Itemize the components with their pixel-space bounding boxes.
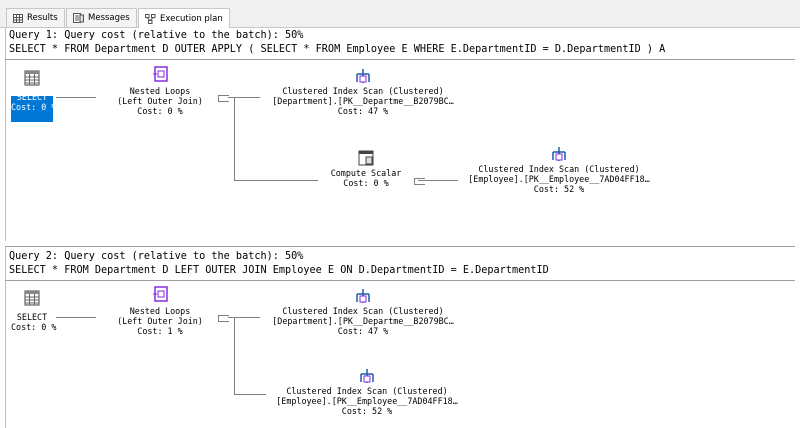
q2-nested-loops-node[interactable]: Nested Loops (Left Outer Join) Cost: 1 % (104, 286, 216, 336)
query-1-plan-pane[interactable] (5, 28, 794, 241)
nested-loops-icon (153, 286, 168, 302)
compute-scalar-icon (358, 150, 374, 166)
tab-execution-plan-label: Execution plan (160, 13, 223, 24)
q1-select-label: SELECT (16, 92, 48, 102)
messages-icon (73, 13, 84, 23)
query-1-header: Query 1: Query cost (relative to the bat… (9, 30, 304, 41)
query-1-sql: SELECT * FROM Department D OUTER APPLY (… (9, 44, 666, 55)
tab-messages[interactable]: Messages (66, 8, 137, 27)
q1-emp-scan-node[interactable]: Clustered Index Scan (Clustered) [Employ… (452, 146, 666, 194)
query-2-top-separator (5, 246, 795, 247)
q2-emp-scan-cost: Cost: 52 % (341, 406, 393, 416)
clustered-index-scan-icon (552, 147, 566, 161)
query-2-sql: SELECT * FROM Department D LEFT OUTER JO… (9, 265, 549, 276)
q1-nested-loops-label: Nested Loops (129, 86, 191, 96)
q1-emp-scan-object: [Employee].[PK__Employee__7AD04FF18… (468, 174, 650, 184)
q2-select-node[interactable]: SELECT Cost: 0 % (11, 290, 57, 332)
q2-edge-vertical (234, 317, 235, 395)
q1-edge-nl-compute (234, 180, 318, 181)
q1-edge-vertical (234, 97, 235, 181)
q1-dept-scan-label: Clustered Index Scan (Clustered) (282, 86, 444, 96)
q1-arrow-dept (218, 95, 229, 102)
q2-emp-scan-label: Clustered Index Scan (Clustered) (286, 386, 448, 396)
grid-icon (13, 13, 23, 23)
clustered-index-scan-icon (360, 369, 374, 383)
clustered-index-scan-icon (356, 289, 370, 303)
q1-edge-compute-emp (418, 180, 458, 181)
q2-edge-select (56, 317, 96, 318)
q1-dept-scan-node[interactable]: Clustered Index Scan (Clustered) [Depart… (258, 68, 468, 116)
query-2-header: Query 2: Query cost (relative to the bat… (9, 251, 304, 262)
q2-nested-loops-cost: Cost: 1 % (137, 326, 183, 336)
query-2-separator (5, 280, 795, 281)
q1-edge-nl-dept (228, 97, 260, 98)
q1-select-cost: Cost: 0 % (11, 102, 57, 112)
q2-select-label: SELECT (16, 312, 48, 322)
tab-results-label: Results (27, 13, 58, 23)
results-tab-bar: Results Messages Execution plan (0, 0, 800, 28)
q2-emp-scan-object: [Employee].[PK__Employee__7AD04FF18… (276, 396, 458, 406)
clustered-index-scan-icon (356, 69, 370, 83)
nested-loops-icon (153, 66, 168, 82)
q2-dept-scan-cost: Cost: 47 % (337, 326, 389, 336)
q2-nested-loops-label: Nested Loops (129, 306, 191, 316)
q1-nested-loops-node[interactable]: Nested Loops (Left Outer Join) Cost: 0 % (104, 66, 216, 116)
q1-edge-select (56, 97, 96, 98)
q2-select-cost: Cost: 0 % (11, 322, 57, 332)
q1-emp-scan-cost: Cost: 52 % (533, 184, 585, 194)
tab-execution-plan[interactable]: Execution plan (138, 8, 230, 28)
q1-compute-scalar-node[interactable]: Compute Scalar Cost: 0 % (318, 150, 414, 188)
q2-arrow-dept (218, 315, 229, 322)
q1-select-node[interactable]: SELECT Cost: 0 % (11, 70, 57, 112)
tab-messages-label: Messages (88, 13, 130, 23)
q2-nested-loops-sub: (Left Outer Join) (117, 316, 203, 326)
q1-nested-loops-sub: (Left Outer Join) (117, 96, 203, 106)
select-icon (24, 70, 40, 86)
q2-dept-scan-node[interactable]: Clustered Index Scan (Clustered) [Depart… (258, 288, 468, 336)
query-1-separator (5, 59, 795, 60)
q1-compute-scalar-cost: Cost: 0 % (343, 178, 389, 188)
q1-arrow-emp (414, 178, 425, 185)
q1-nested-loops-cost: Cost: 0 % (137, 106, 183, 116)
q1-select-selected-bg (11, 96, 53, 122)
q2-dept-scan-label: Clustered Index Scan (Clustered) (282, 306, 444, 316)
execution-plan-icon (145, 13, 156, 24)
q2-emp-scan-node[interactable]: Clustered Index Scan (Clustered) [Employ… (262, 368, 472, 416)
q2-dept-scan-object: [Department].[PK__Departme__B2079BC… (272, 316, 454, 326)
q1-emp-scan-label: Clustered Index Scan (Clustered) (478, 164, 640, 174)
q2-edge-nl-emp (234, 394, 266, 395)
query-2-plan-pane[interactable] (5, 247, 794, 428)
q1-dept-scan-cost: Cost: 47 % (337, 106, 389, 116)
q1-dept-scan-object: [Department].[PK__Departme__B2079BC… (272, 96, 454, 106)
q1-compute-scalar-label: Compute Scalar (330, 168, 402, 178)
tab-results[interactable]: Results (6, 8, 65, 27)
q2-edge-nl-dept (228, 317, 260, 318)
select-icon (24, 290, 40, 306)
